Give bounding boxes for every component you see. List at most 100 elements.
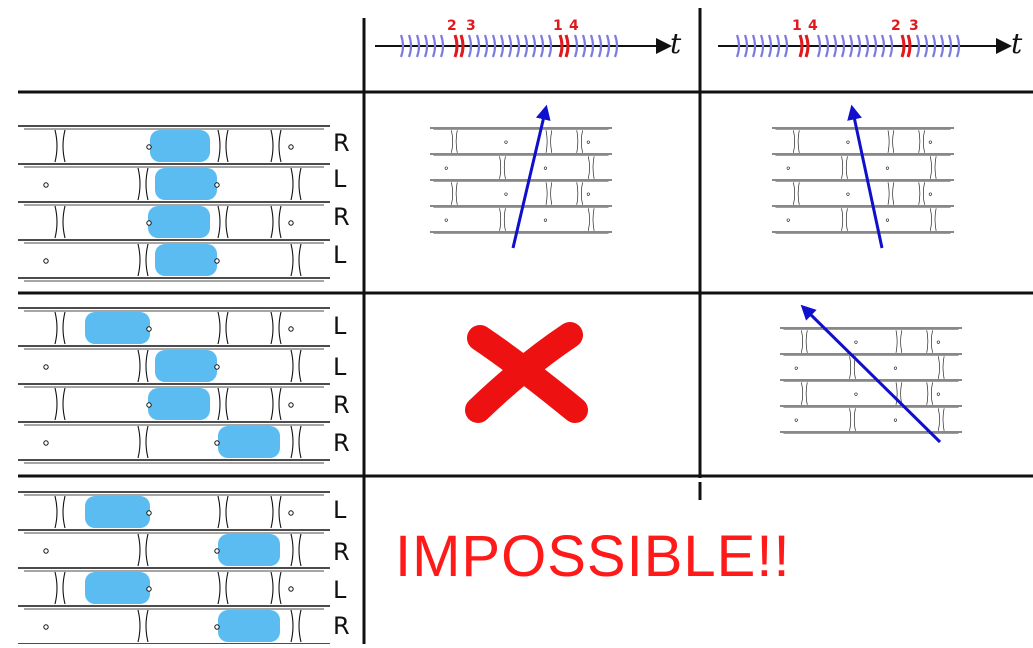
cell-wall — [931, 382, 933, 405]
spike-blue — [939, 34, 945, 58]
cell-wall — [797, 182, 800, 205]
brick-wall-row-2 — [18, 307, 330, 464]
spike-blue — [491, 34, 497, 58]
cell-wall — [887, 130, 890, 153]
cell-wall — [62, 387, 66, 421]
cell-highlight — [85, 312, 150, 344]
cell-wall — [853, 408, 856, 431]
spike-blue — [507, 34, 513, 58]
spike-blue — [589, 34, 595, 58]
spike-blue — [475, 34, 481, 58]
cell-wall — [298, 243, 302, 277]
spike-blue — [743, 34, 749, 58]
cell-wall — [278, 129, 282, 163]
cell-wall — [217, 571, 221, 605]
spike-blue — [483, 34, 489, 58]
cell-wall — [225, 311, 229, 345]
cell-wall — [217, 205, 221, 239]
cell-wall — [217, 495, 221, 529]
spike-blue — [399, 34, 405, 58]
spike-label: 3 — [466, 18, 476, 34]
cell-wall — [455, 182, 458, 205]
cell-wall — [918, 130, 921, 153]
spike-blue — [605, 34, 611, 58]
nucleus-dot — [288, 586, 294, 592]
cell-wall — [895, 330, 898, 353]
cell-wall — [797, 130, 800, 153]
cell-wall — [270, 571, 274, 605]
cell-wall — [576, 182, 579, 205]
nucleus-dot — [146, 144, 152, 150]
cell-wall — [923, 182, 925, 205]
cell-wall — [54, 205, 58, 239]
nucleus-dot — [214, 364, 220, 370]
cell-wall — [137, 533, 141, 567]
cell-wall — [290, 425, 294, 459]
cell-wall — [845, 156, 848, 179]
cell-wall — [938, 408, 940, 431]
cell-wall — [137, 425, 141, 459]
nucleus-dot — [214, 182, 220, 188]
row-label: L — [333, 241, 347, 269]
cell-wall — [942, 408, 945, 431]
cell-wall — [934, 156, 937, 179]
cell-wall — [217, 311, 221, 345]
cell-wall — [451, 130, 453, 153]
cell-wall — [145, 609, 149, 643]
cell-wall — [225, 129, 229, 163]
nucleus-dot — [43, 624, 49, 630]
cell-wall — [592, 156, 595, 179]
spike-red — [906, 34, 912, 58]
spike-blue — [856, 34, 862, 58]
cell-wall — [298, 425, 302, 459]
cell-wall — [137, 243, 141, 277]
cell-wall — [298, 349, 302, 383]
cell-highlight — [155, 350, 217, 382]
small-wall-b — [772, 127, 954, 234]
spike-blue — [888, 34, 894, 58]
cell-wall — [54, 495, 58, 529]
nucleus-dot — [444, 166, 448, 170]
cell-highlight — [218, 534, 280, 566]
cell-wall — [841, 156, 844, 179]
cell-wall — [270, 311, 274, 345]
nucleus-dot — [146, 586, 152, 592]
spike-label: 4 — [569, 18, 579, 34]
spike-red — [900, 34, 906, 58]
cell-wall — [499, 156, 502, 179]
cell-wall — [145, 167, 149, 201]
cell-wall — [793, 182, 795, 205]
spike-blue — [915, 34, 921, 58]
cell-wall — [278, 311, 282, 345]
cell-highlight — [155, 168, 217, 200]
spike-red — [459, 34, 465, 58]
cell-highlight — [155, 244, 217, 276]
row-label: L — [333, 576, 347, 604]
cell-wall — [217, 129, 221, 163]
table-grid — [18, 8, 1033, 644]
nucleus-dot — [794, 418, 798, 422]
spike-blue — [783, 34, 789, 58]
row-label: L — [333, 165, 347, 193]
cell-wall — [938, 356, 940, 379]
spike-blue — [439, 34, 445, 58]
nucleus-dot — [288, 510, 294, 516]
cell-wall — [805, 330, 808, 353]
cell-wall — [849, 356, 852, 379]
cell-wall — [145, 533, 149, 567]
spike-label: 2 — [447, 18, 457, 34]
cell-wall — [942, 356, 945, 379]
cell-wall — [278, 205, 282, 239]
nucleus-dot — [43, 182, 49, 188]
spike-blue — [947, 34, 953, 58]
cell-wall — [54, 387, 58, 421]
nucleus-dot — [893, 418, 897, 422]
cell-wall — [137, 609, 141, 643]
nucleus-dot — [586, 192, 590, 196]
nucleus-dot — [543, 218, 547, 222]
nucleus-dot — [146, 510, 152, 516]
row-label: L — [333, 496, 347, 524]
cell-wall — [298, 609, 302, 643]
nucleus-dot — [214, 258, 220, 264]
cell-wall — [270, 205, 274, 239]
